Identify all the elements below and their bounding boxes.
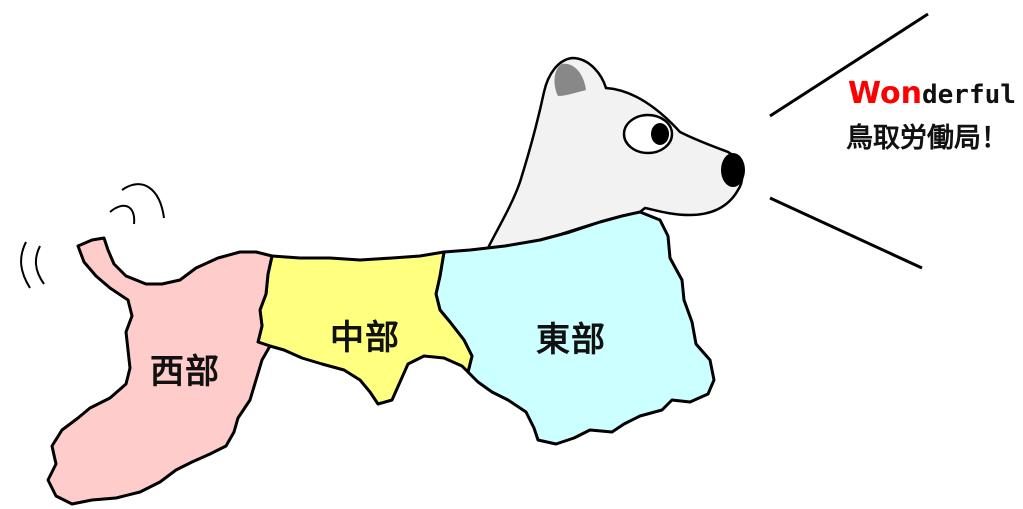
wag-line-4 — [121, 183, 165, 219]
tail-wag-lines — [20, 183, 165, 289]
wag-line-3 — [109, 204, 136, 225]
slogan-line-1: Wonderful — [848, 76, 1016, 111]
wag-line-2 — [34, 245, 45, 285]
speech-lines — [769, 12, 929, 270]
dog-nose — [721, 153, 745, 187]
speech-line-top — [769, 12, 929, 118]
dog-eye-pupil — [651, 123, 669, 145]
slogan-rest: derful — [922, 80, 1016, 110]
slogan-line-2: 鳥取労働局！ — [846, 123, 1008, 154]
region-label-central: 中部 — [330, 318, 400, 358]
region-label-east: 東部 — [536, 320, 606, 360]
speech-line-bottom — [769, 196, 923, 270]
slogan-accent: Won — [848, 76, 922, 111]
dog-ear — [554, 63, 586, 96]
wag-line-1 — [20, 241, 31, 289]
region-label-west: 西部 — [150, 352, 220, 392]
region-west[interactable] — [46, 236, 274, 506]
